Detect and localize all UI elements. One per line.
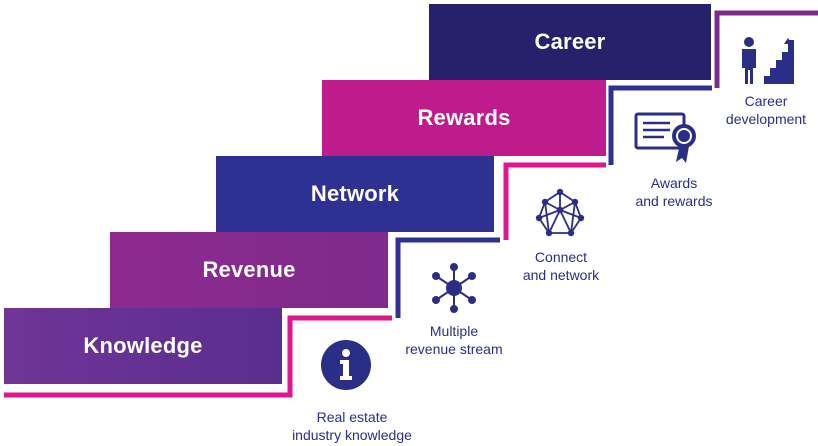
- caption-career: Career development: [725, 93, 807, 127]
- distribution-hub-icon: [432, 263, 476, 313]
- caption-knowledge: Real estate industry knowledge: [292, 409, 412, 443]
- caption-rewards: Awards and rewards: [635, 175, 713, 209]
- caption-network: Connect and network: [522, 249, 600, 283]
- step-rewards: Rewards: [322, 80, 606, 156]
- network-outline: [503, 162, 606, 240]
- certificate-award-icon: [634, 112, 696, 163]
- step-network: Network: [216, 156, 494, 232]
- info-circle-icon: [321, 340, 371, 390]
- network-mesh-icon: [535, 188, 585, 237]
- career-outline: [714, 10, 818, 88]
- career-ladder-icon: [742, 37, 794, 84]
- revenue-outline: [395, 237, 500, 318]
- step-career: Career: [429, 4, 711, 80]
- rewards-outline: [608, 85, 712, 165]
- step-revenue: Revenue: [110, 232, 388, 308]
- knowledge-outline: [4, 315, 392, 398]
- caption-revenue: Multiple revenue stream: [405, 323, 503, 357]
- step-knowledge: Knowledge: [4, 308, 282, 384]
